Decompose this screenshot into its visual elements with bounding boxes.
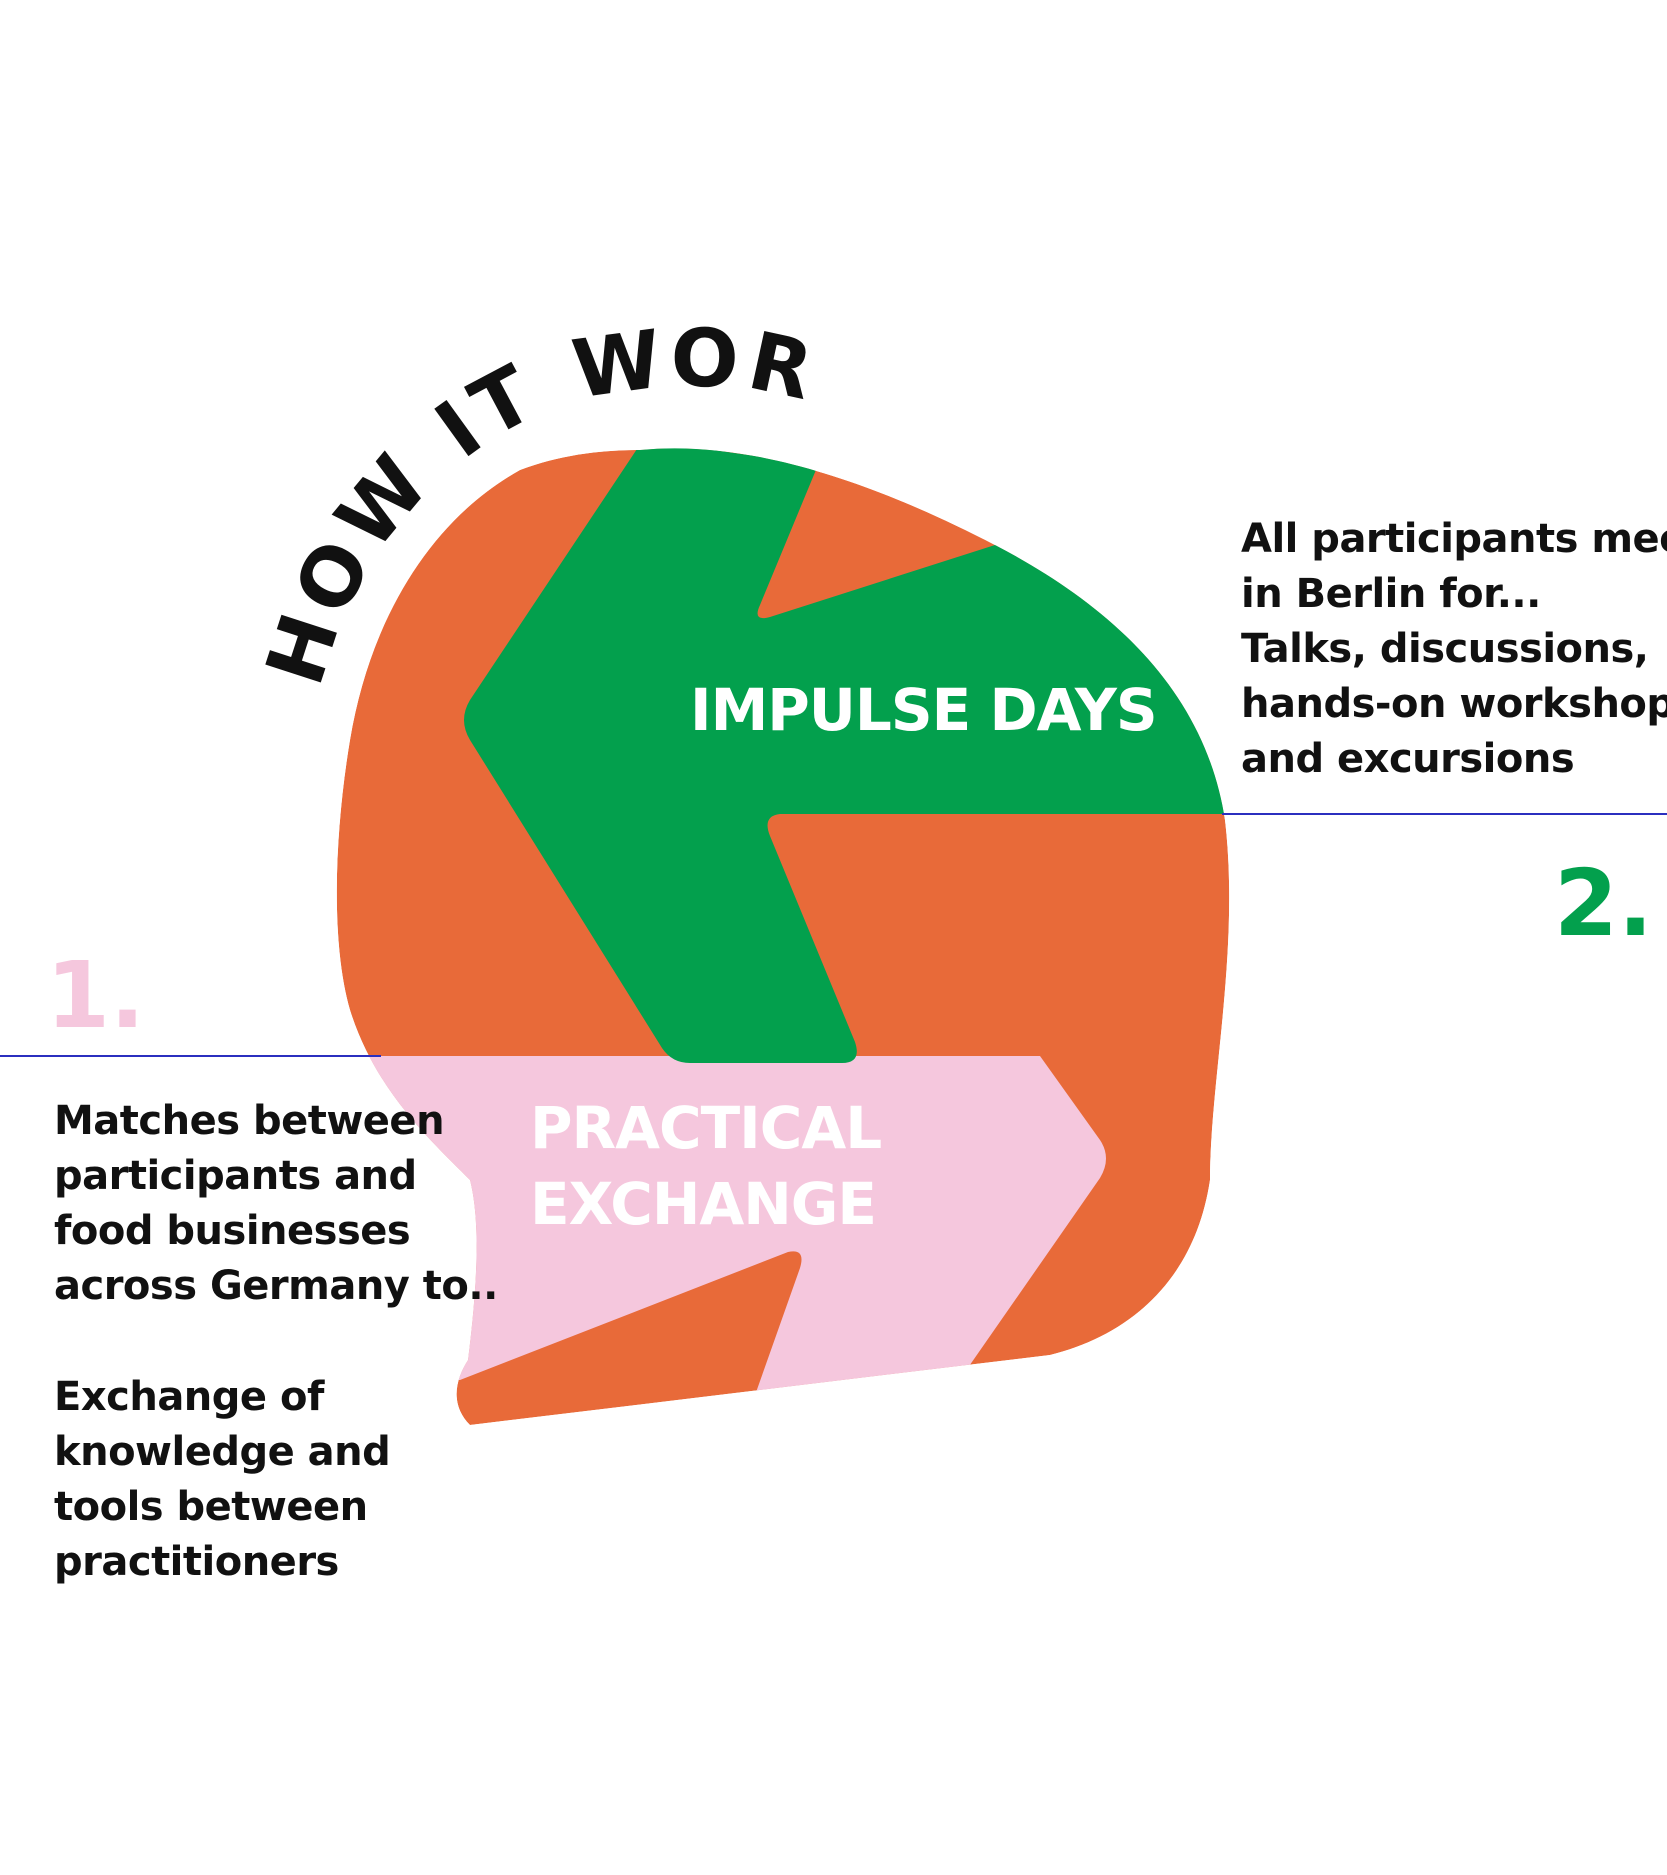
practical-exchange-label-line-2: EXCHANGE — [530, 1170, 877, 1238]
description-line: knowledge and — [54, 1429, 391, 1475]
impulse-days-arrow — [464, 448, 1230, 1063]
description-line: Talks, discussions, — [1241, 626, 1649, 672]
description-line: in Berlin for... — [1241, 571, 1541, 617]
practical-exchange-label-line-1: PRACTICAL — [530, 1094, 882, 1162]
description-line: across Germany to.. — [54, 1263, 498, 1309]
description-line: tools between — [54, 1484, 368, 1530]
step-number-1: 1. — [46, 942, 145, 1049]
description-line: participants and — [54, 1153, 417, 1199]
step-number-2: 2. — [1554, 850, 1653, 957]
practical-exchange-arrow — [336, 1056, 1106, 1398]
impulse-days-label: IMPULSE DAYS — [690, 672, 1158, 748]
practical-exchange-outcome: Exchange of knowledge and tools between … — [54, 1370, 391, 1590]
description-line: Exchange of — [54, 1374, 324, 1420]
impulse-days-description: All participants meet in Berlin for... T… — [1241, 512, 1667, 787]
impulse-days-label-text: IMPULSE DAYS — [690, 676, 1158, 744]
description-line: practitioners — [54, 1539, 339, 1585]
description-line: hands-on workshops — [1241, 681, 1667, 727]
description-line: food businesses — [54, 1208, 411, 1254]
description-line: and excursions — [1241, 736, 1575, 782]
practical-exchange-description: Matches between participants and food bu… — [54, 1094, 498, 1314]
practical-exchange-label: PRACTICAL EXCHANGE — [530, 1090, 882, 1242]
description-line: All participants meet — [1241, 516, 1667, 562]
description-line: Matches between — [54, 1098, 445, 1144]
